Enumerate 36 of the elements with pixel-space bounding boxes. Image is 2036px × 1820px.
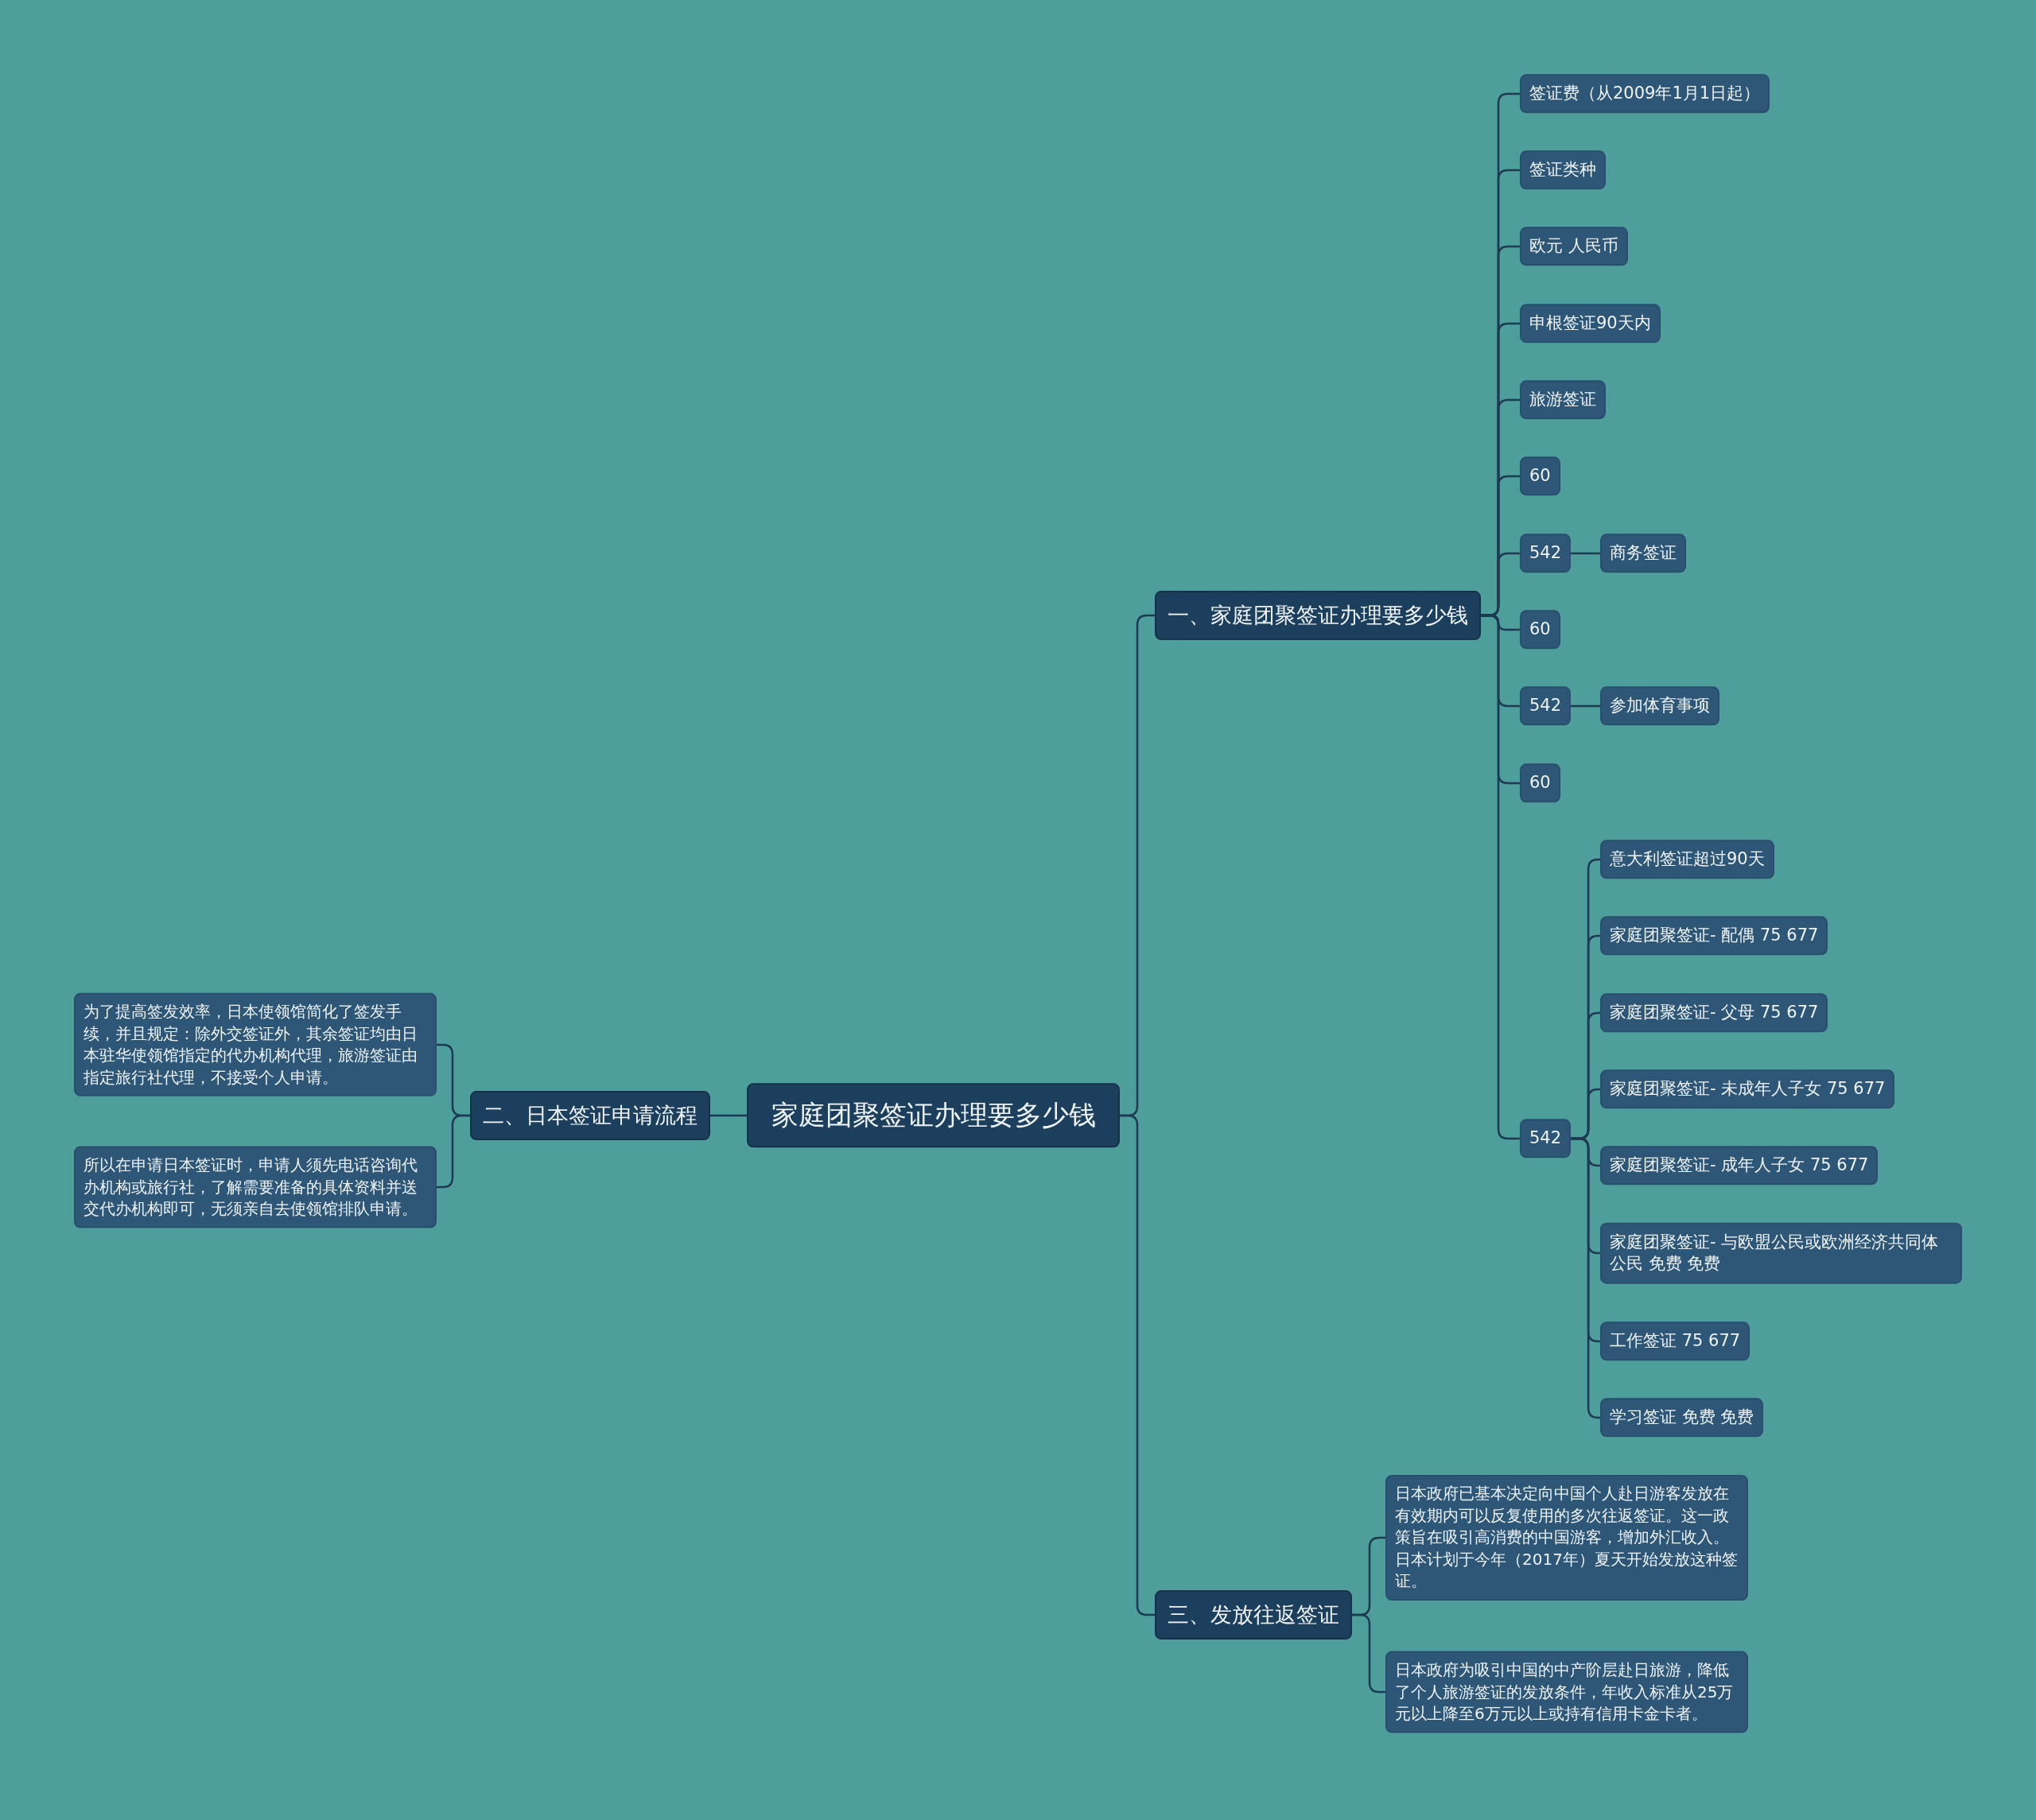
leaf-topic: 542 — [1520, 534, 1572, 573]
leaf-topic: 旅游签证 — [1520, 380, 1606, 420]
connector-line — [1571, 552, 1600, 555]
leaf-topic: 学习签证 免费 免费 — [1600, 1398, 1764, 1438]
branch-topic: 一、家庭团聚签证办理要多少钱 — [1155, 591, 1481, 640]
note-topic: 为了提高签发效率，日本使领馆简化了签发手续，并且规定：除外交签证外，其余签证均由日本驻华使领馆指定的代办机构代理，旅游签证由指定旅行社代理，不接受个人申请。 — [74, 992, 437, 1097]
connector-line — [1120, 1114, 1155, 1616]
leaf-topic: 签证费（从2009年1月1日起） — [1520, 74, 1770, 114]
leaf-topic: 家庭团聚签证- 未成年人子女 75 677 — [1600, 1069, 1895, 1109]
note-topic: 所以在申请日本签证时，申请人须先电话咨询代办机构或旅行社，了解需要准备的具体资料并送交代办机构即可，无须亲自去使领馆排队申请。 — [74, 1146, 437, 1228]
leaf-topic: 60 — [1520, 763, 1560, 803]
connector-line — [1571, 1137, 1600, 1419]
leaf-topic: 意大利签证超过90天 — [1600, 840, 1774, 879]
leaf-topic: 60 — [1520, 456, 1560, 496]
leaf-topic: 商务签证 — [1600, 534, 1686, 573]
leaf-topic: 542 — [1520, 1119, 1572, 1158]
leaf-topic: 家庭团聚签证- 配偶 75 677 — [1600, 916, 1828, 956]
leaf-topic: 家庭团聚签证- 与欧盟公民或欧洲经济共同体公民 免费 免费 — [1600, 1222, 1962, 1284]
branch-topic: 二、日本签证申请流程 — [470, 1091, 710, 1140]
connector-line — [1352, 1613, 1385, 1694]
leaf-topic: 家庭团聚签证- 父母 75 677 — [1600, 993, 1828, 1033]
leaf-topic: 签证类种 — [1520, 150, 1606, 190]
connector-line — [437, 1114, 470, 1189]
leaf-topic: 参加体育事项 — [1600, 686, 1719, 726]
leaf-topic: 欧元 人民币 — [1520, 227, 1628, 266]
connector-line — [710, 1114, 747, 1117]
note-topic: 日本政府为吸引中国的中产阶层赴日旅游，降低了个人旅游签证的发放条件，年收入标准从25万元以上降至6万元以上或持有信用卡金卡者。 — [1385, 1651, 1748, 1733]
leaf-topic: 60 — [1520, 610, 1560, 650]
branch-topic: 三、发放往返签证 — [1155, 1590, 1352, 1640]
connector-line — [1571, 704, 1600, 708]
leaf-topic: 申根签证90天内 — [1520, 304, 1661, 343]
note-topic: 日本政府已基本决定向中国个人赴日游客发放在有效期内可以反复使用的多次往返签证。这一政策旨在吸引高消费的中国游客，增加外汇收入。日本计划于今年（2017年）夏天开始发放这种签证。 — [1385, 1475, 1748, 1601]
leaf-topic: 工作签证 75 677 — [1600, 1321, 1750, 1361]
leaf-topic: 家庭团聚签证- 成年人子女 75 677 — [1600, 1146, 1879, 1186]
central-topic: 家庭团聚签证办理要多少钱 — [747, 1083, 1120, 1148]
leaf-topic: 542 — [1520, 686, 1572, 726]
